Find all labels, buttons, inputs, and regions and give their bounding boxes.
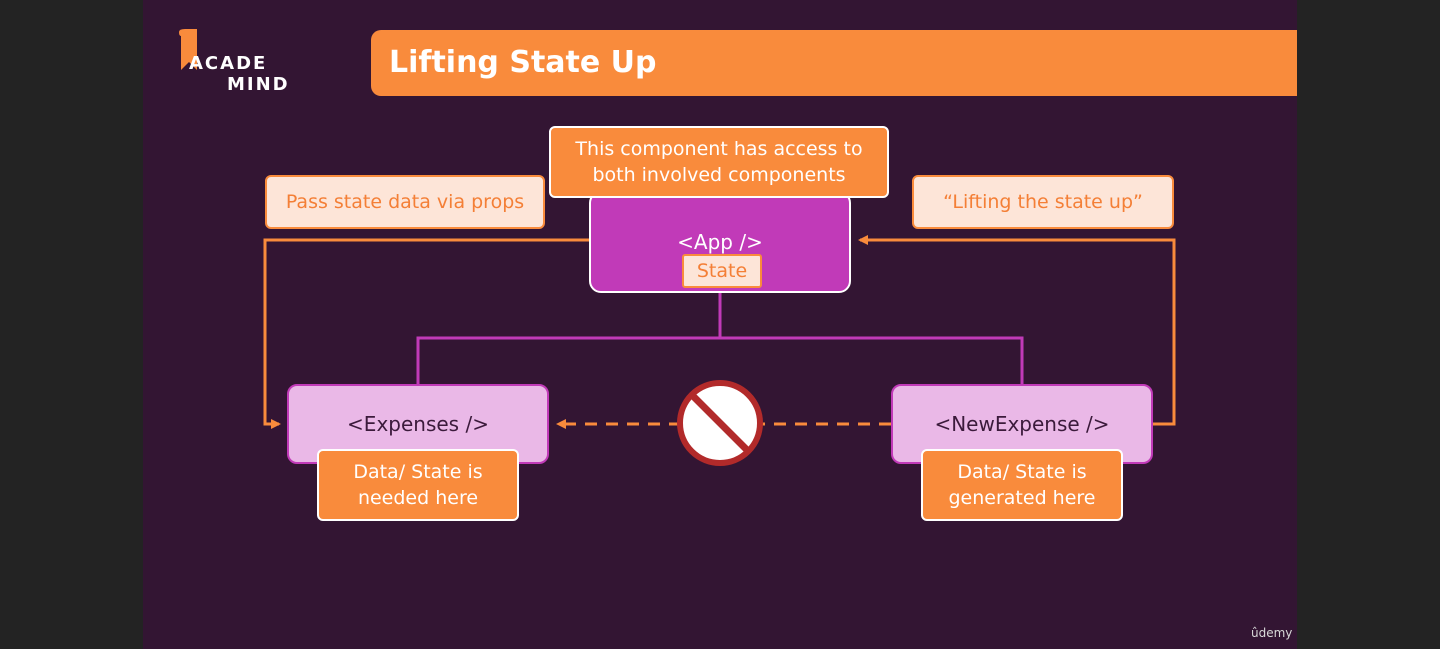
data-generated-note: Data/ State is generated here [921, 449, 1123, 521]
logo-line1: ACADE [189, 53, 268, 74]
academind-logo: ACADE MIND [175, 28, 295, 98]
tree-connector [416, 293, 1024, 384]
data-needed-note: Data/ State is needed here [317, 449, 519, 521]
app-state-badge: State [682, 254, 762, 288]
data-needed-note-line2: needed here [357, 487, 479, 509]
slide: ACADE MIND Lifting State Up <App /> Stat… [143, 0, 1297, 649]
lift-arrow [858, 235, 1176, 426]
app-access-note: This component has access to both involv… [549, 126, 889, 198]
diagram-connectors [263, 235, 1176, 466]
udemy-watermark: ûdemy [1251, 626, 1293, 640]
app-component: <App /> State [589, 191, 851, 293]
props-arrow [263, 238, 589, 429]
slide-title: Lifting State Up [389, 45, 657, 80]
data-generated-note-line2: generated here [948, 487, 1096, 509]
app-component-label: <App /> [677, 230, 763, 254]
lifting-state-note: “Lifting the state up” [912, 175, 1174, 229]
no-entry-icon [677, 380, 763, 466]
pass-props-note: Pass state data via props [265, 175, 545, 229]
app-access-note-line2: both involved components [592, 164, 846, 186]
data-generated-note-line1: Data/ State is [957, 461, 1087, 483]
bookmark-icon [179, 29, 197, 70]
data-needed-note-line1: Data/ State is [353, 461, 483, 483]
title-banner: Lifting State Up [371, 30, 1297, 96]
logo-line2: MIND [227, 74, 290, 95]
app-access-note-line1: This component has access to [575, 138, 863, 160]
